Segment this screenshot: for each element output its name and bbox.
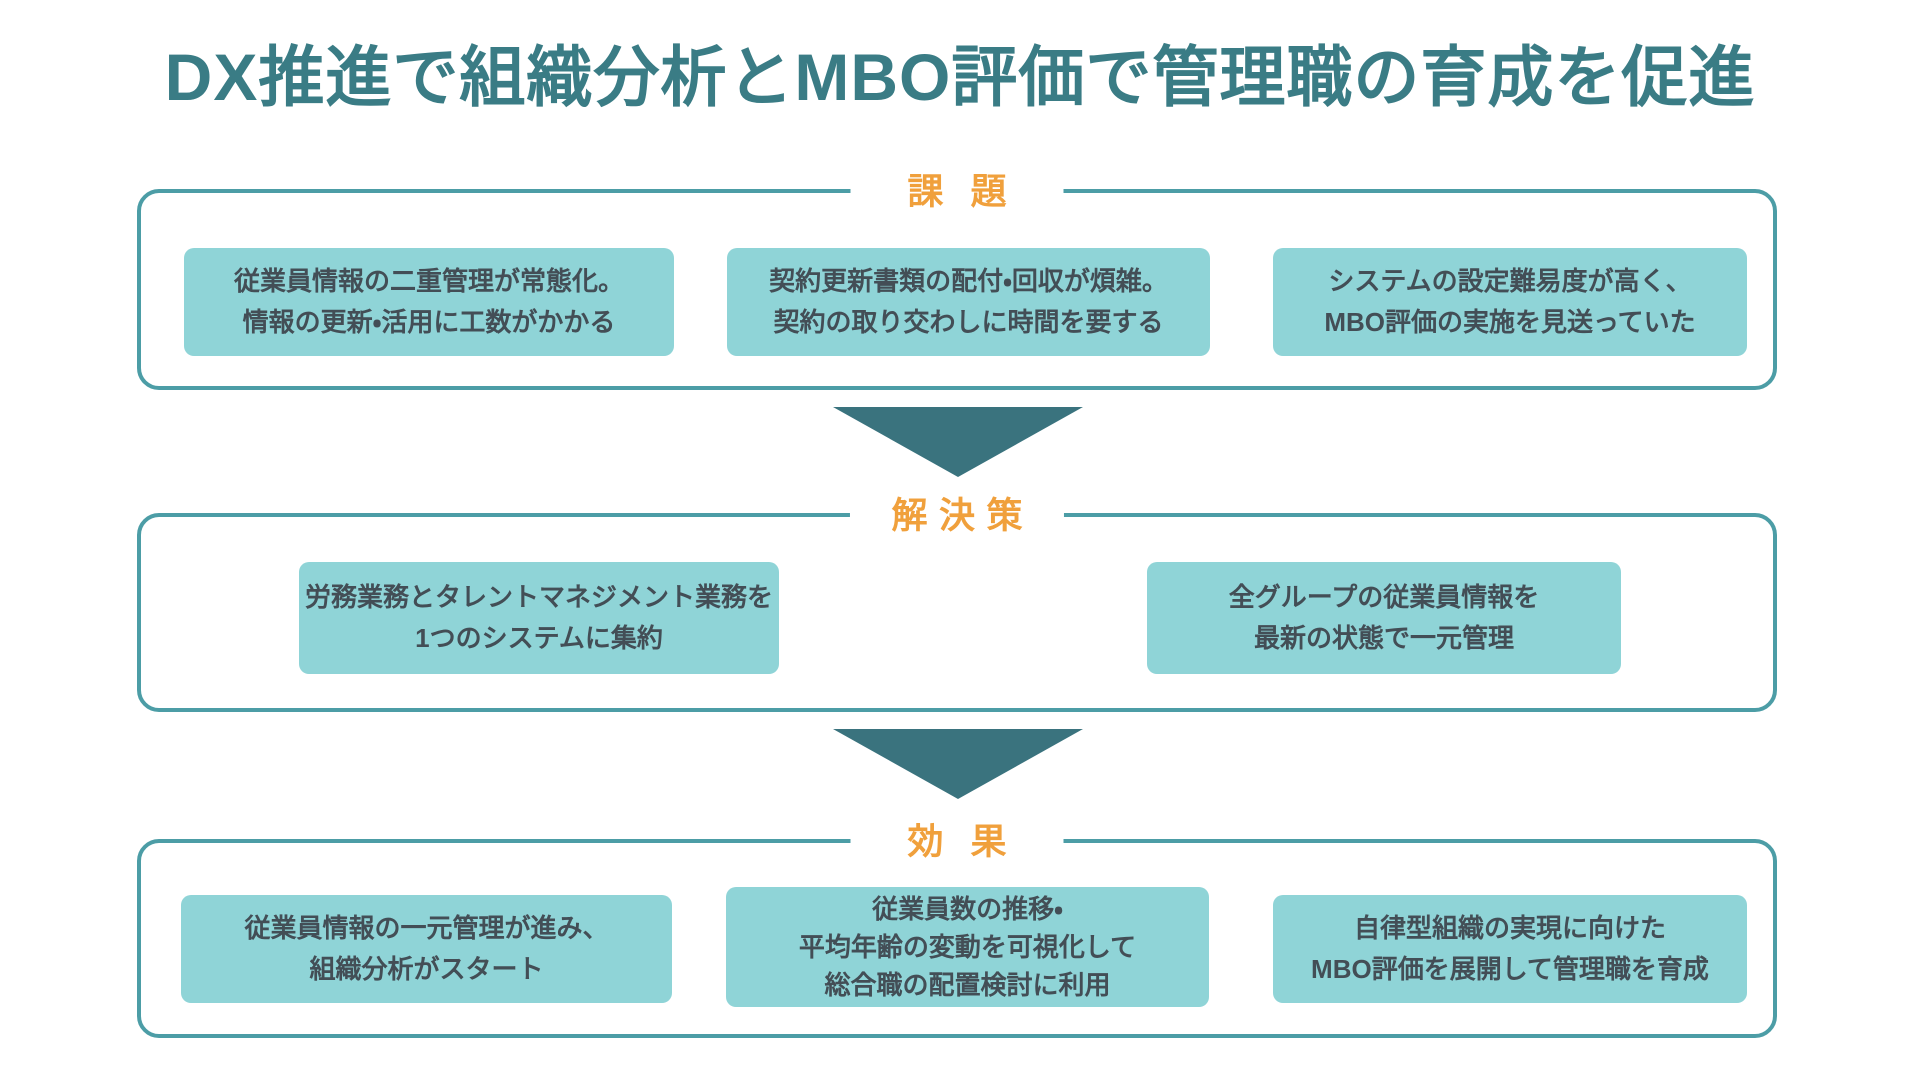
card-line: MBO評価を展開して管理職を育成 [1311, 954, 1709, 984]
card-line: 組織分析がスタート [309, 954, 544, 984]
card-line: 自律型組織の実現に向けた [1353, 913, 1666, 943]
section-effects-label: 効果 [850, 819, 1064, 864]
effect-card-3: 自律型組織の実現に向けた MBO評価を展開して管理職を育成 [1273, 895, 1747, 1003]
effect-card-2: 従業員数の推移・ 平均年齢の変動を可視化して 総合職の配置検討に利用 [726, 887, 1209, 1007]
card-line: システムの設定難易度が高く、 [1328, 266, 1692, 296]
effect-card-1: 従業員情報の一元管理が進み、 組織分析がスタート [181, 895, 672, 1003]
card-line: 従業員情報の一元管理が進み、 [244, 913, 609, 943]
down-arrow-icon [833, 729, 1083, 799]
down-arrow-icon [833, 407, 1083, 477]
card-line: 総合職の配置検討に利用 [824, 970, 1111, 1000]
section-issues: 課題 従業員情報の二重管理が常態化。 情報の更新・活用に工数がかかる 契約更新書… [137, 169, 1777, 390]
card-line: MBO評価の実施を見送っていた [1324, 307, 1696, 337]
section-issues-label: 課題 [850, 169, 1064, 214]
issue-card-1: 従業員情報の二重管理が常態化。 情報の更新・活用に工数がかかる [184, 248, 674, 356]
solution-card-2: 全グループの従業員情報を 最新の状態で一元管理 [1147, 562, 1621, 674]
card-line: 平均年齢の変動を可視化して [798, 932, 1137, 962]
card-line: 契約の取り交わしに時間を要する [773, 307, 1164, 337]
section-solutions-label: 解決策 [849, 493, 1065, 538]
card-line: 情報の更新・活用に工数がかかる [242, 307, 616, 337]
section-solutions: 解決策 労務業務とタレントマネジメント業務を 1つのシステムに集約 全グループの… [137, 493, 1777, 712]
section-effects: 効果 従業員情報の一元管理が進み、 組織分析がスタート 従業員数の推移・ 平均年… [137, 819, 1777, 1038]
card-line: 最新の状態で一元管理 [1253, 623, 1514, 653]
card-line: 全グループの従業員情報を [1228, 582, 1540, 612]
card-line: 契約更新書類の配付・回収が煩雑。 [769, 266, 1168, 296]
card-line: 労務業務とタレントマネジメント業務を [304, 582, 773, 612]
card-line: 1つのシステムに集約 [415, 623, 663, 653]
page-title: DX推進で組織分析とMBO評価で管理職の育成を促進 [164, 40, 1756, 114]
card-line: 従業員数の推移・ [872, 894, 1063, 924]
issue-card-3: システムの設定難易度が高く、 MBO評価の実施を見送っていた [1273, 248, 1747, 356]
card-line: 従業員情報の二重管理が常態化。 [233, 266, 624, 296]
issue-card-2: 契約更新書類の配付・回収が煩雑。 契約の取り交わしに時間を要する [727, 248, 1210, 356]
solution-card-1: 労務業務とタレントマネジメント業務を 1つのシステムに集約 [299, 562, 779, 674]
